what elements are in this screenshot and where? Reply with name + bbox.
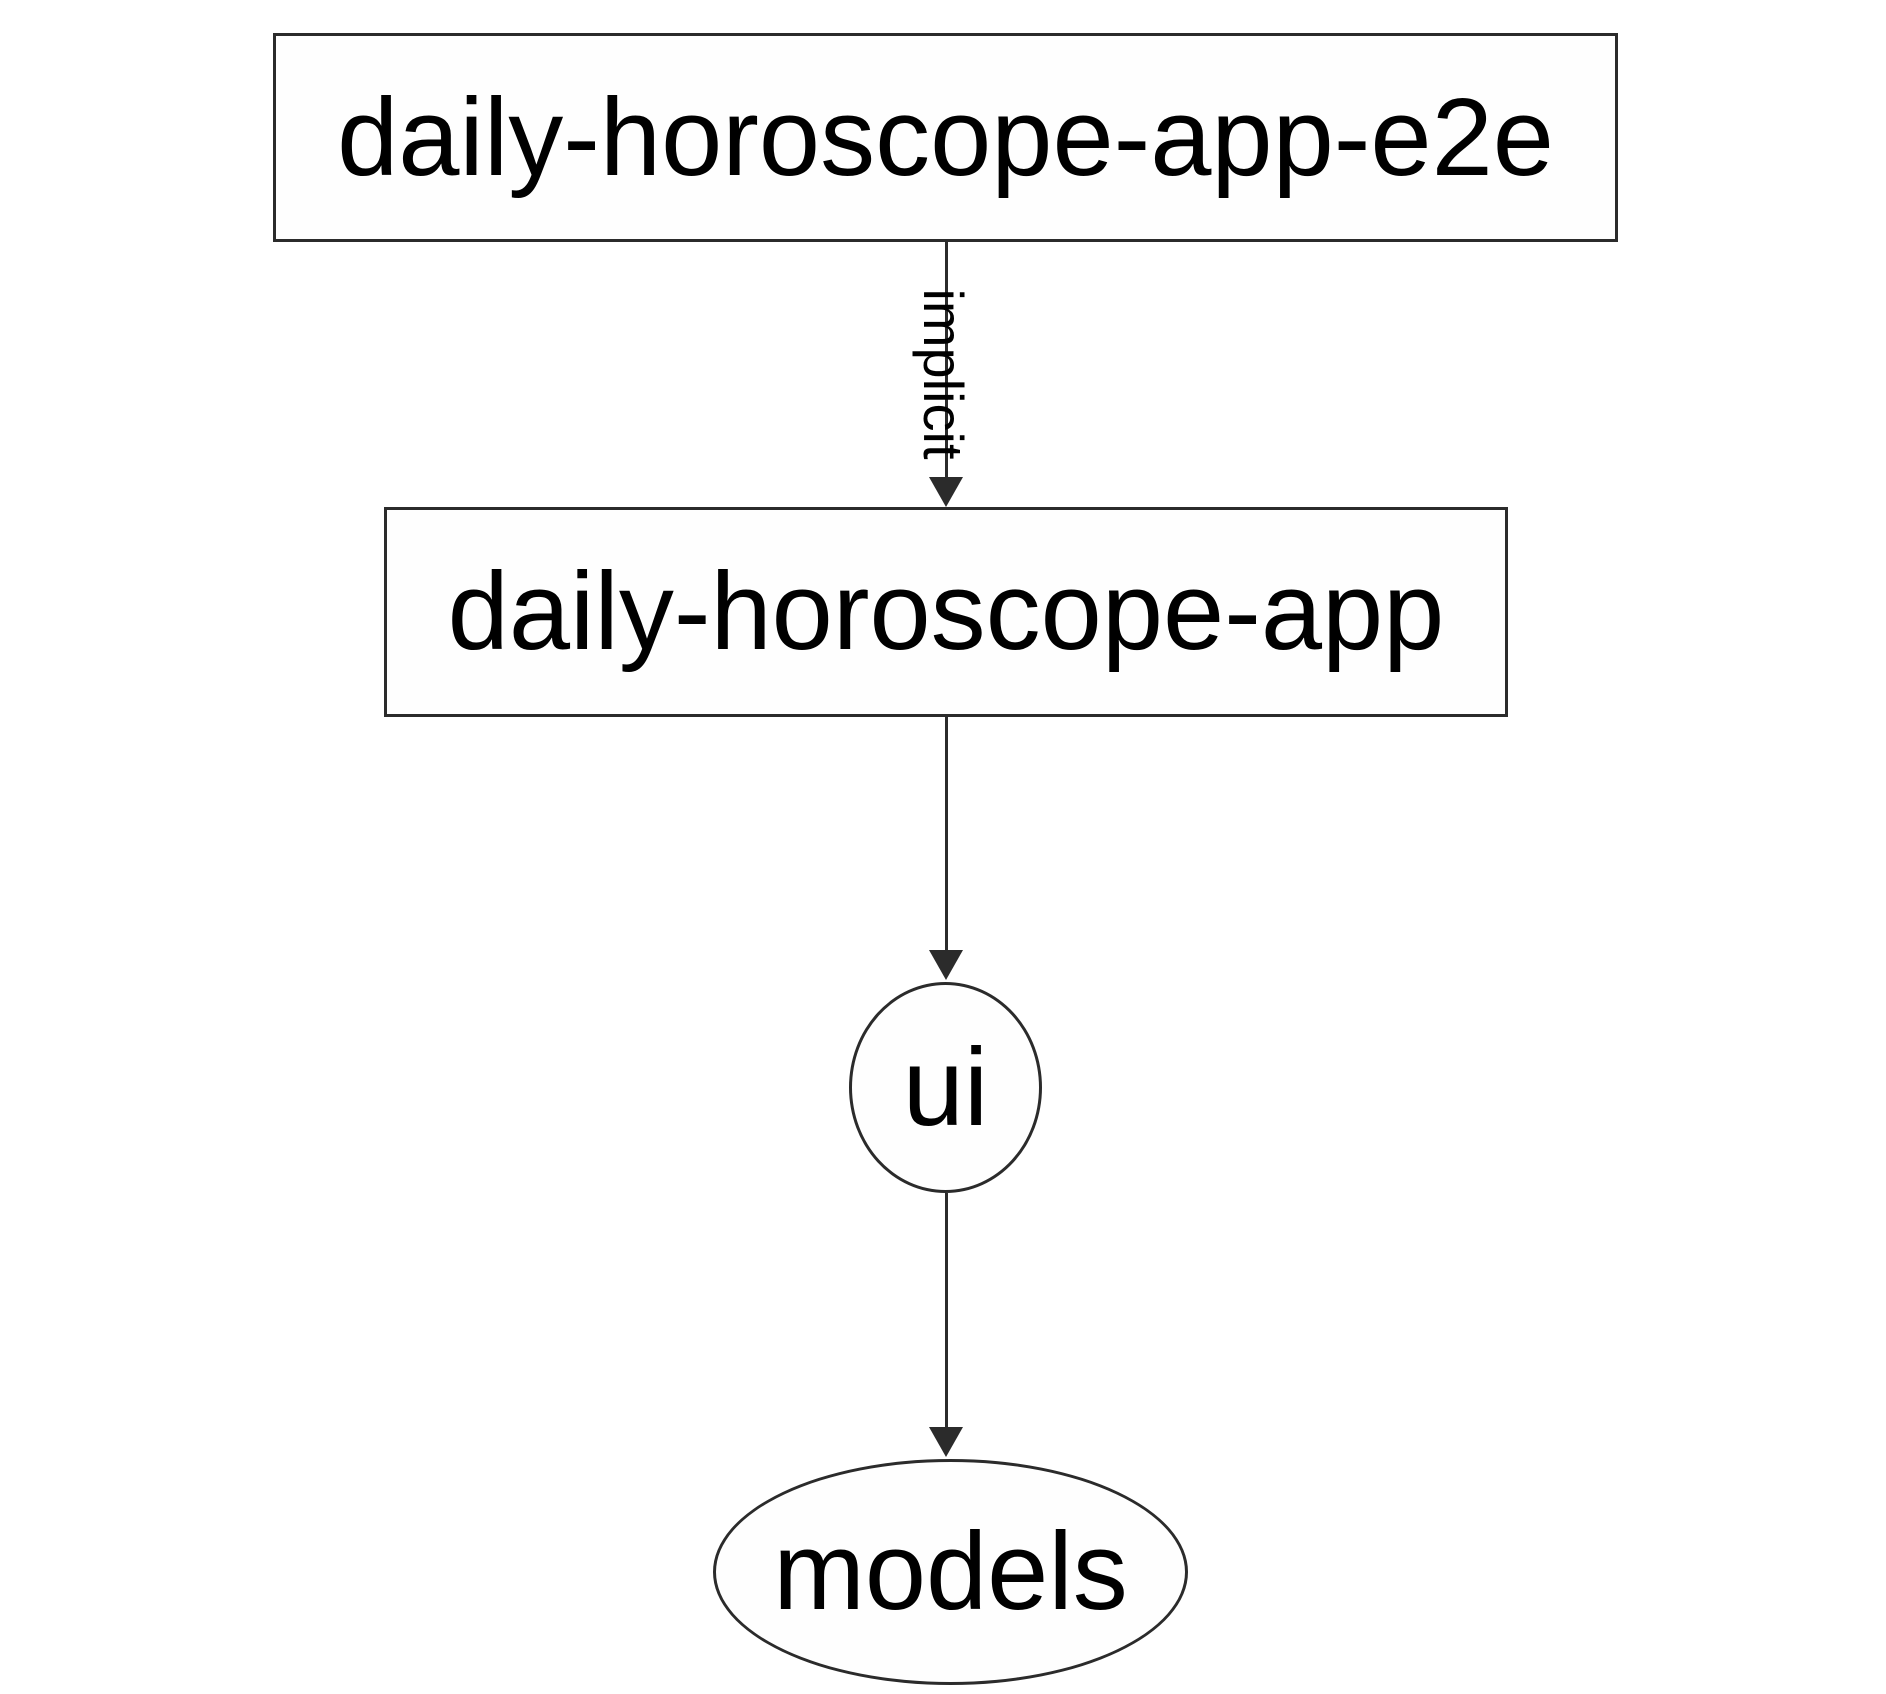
arrowhead-down-icon xyxy=(929,1427,963,1457)
node-daily-horoscope-app[interactable]: daily-horoscope-app xyxy=(384,507,1508,717)
node-daily-horoscope-app-e2e[interactable]: daily-horoscope-app-e2e xyxy=(273,33,1618,242)
edge-label-implicit: implicit xyxy=(912,288,975,460)
edge-ui-to-models-line xyxy=(945,1193,948,1430)
node-daily-horoscope-app-e2e-label: daily-horoscope-app-e2e xyxy=(337,75,1554,199)
node-ui-label: ui xyxy=(902,1025,989,1149)
node-daily-horoscope-app-label: daily-horoscope-app xyxy=(447,550,1445,673)
arrowhead-down-icon xyxy=(929,477,963,507)
edge-e2e-to-app-line xyxy=(945,242,948,479)
node-ui[interactable]: ui xyxy=(849,982,1042,1193)
edge-app-to-ui-line xyxy=(945,717,948,953)
arrowhead-down-icon xyxy=(929,950,963,980)
node-models[interactable]: models xyxy=(713,1459,1188,1685)
node-models-label: models xyxy=(773,1510,1128,1633)
